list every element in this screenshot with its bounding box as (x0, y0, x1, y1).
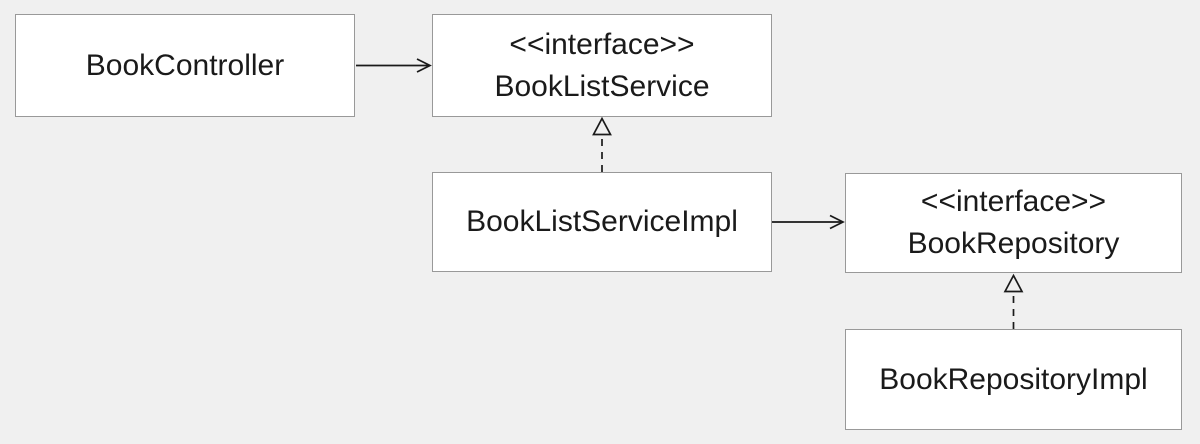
dependency-arrow-controller-to-service (356, 58, 432, 73)
class-box-book-repository-impl: BookRepositoryImpl (845, 329, 1182, 430)
class-name: BookRepositoryImpl (879, 362, 1148, 396)
class-name: BookListService (494, 69, 710, 103)
realization-arrow-serviceimpl-to-service (592, 116, 612, 172)
class-name: BookController (85, 48, 285, 82)
class-box-book-list-service-impl: BookListServiceImpl (432, 172, 772, 272)
stereotype-label: <<interface>> (920, 185, 1107, 218)
dependency-arrow-serviceimpl-to-repository (772, 214, 845, 230)
interface-box-book-list-service: <<interface>> BookListService (432, 14, 772, 117)
class-box-book-controller: BookController (15, 14, 355, 117)
class-name: BookRepository (907, 227, 1120, 260)
stereotype-label: <<interface>> (509, 27, 695, 61)
class-name: BookListServiceImpl (466, 205, 738, 238)
interface-box-book-repository: <<interface>> BookRepository (845, 173, 1182, 273)
realization-arrow-repositoryimpl-to-repository (1003, 273, 1024, 329)
